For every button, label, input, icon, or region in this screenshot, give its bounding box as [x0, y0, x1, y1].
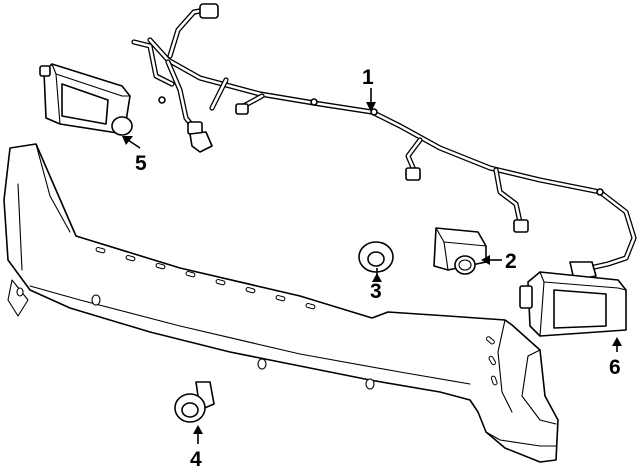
rear-bumper — [3, 143, 559, 463]
callout-5: 5 — [135, 152, 147, 175]
callout-labels: 1 2 3 4 5 6 — [135, 66, 621, 471]
side-radar-module-right — [519, 271, 627, 337]
bumper-sensor-holes — [16, 287, 375, 390]
callout-3: 3 — [370, 280, 382, 303]
park-assist-sensor — [433, 227, 487, 275]
sensor-bezel — [174, 381, 215, 423]
callout-leaders — [122, 88, 622, 444]
bumper-slots — [95, 246, 498, 386]
callout-1: 1 — [362, 66, 374, 89]
sensor-retainer-grommet — [358, 241, 394, 273]
side-radar-module-left — [39, 63, 133, 136]
callout-2: 2 — [505, 250, 517, 273]
wiring-harness — [131, 3, 637, 281]
callout-4: 4 — [190, 448, 202, 471]
callout-6: 6 — [609, 356, 621, 379]
